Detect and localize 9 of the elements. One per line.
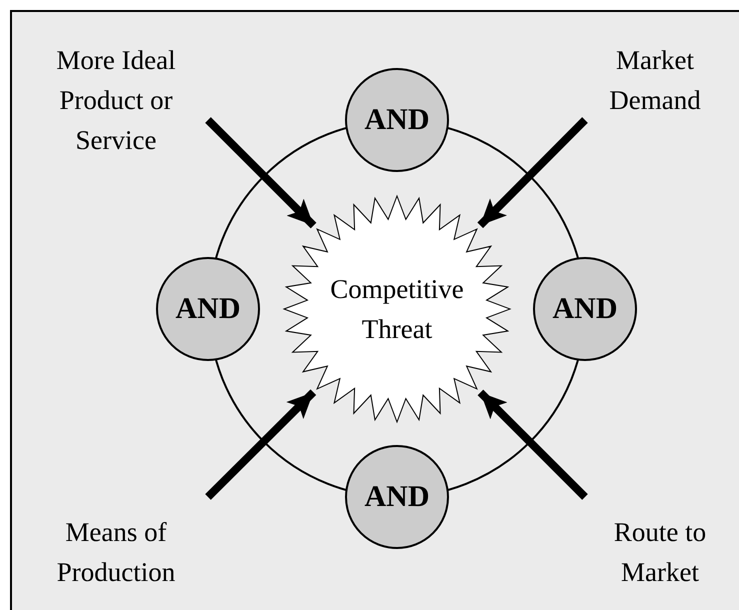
factor-label: Route to Market	[612, 516, 708, 589]
arrow	[477, 117, 588, 228]
arrow	[478, 390, 588, 500]
factor-label: More Ideal Product or Service	[55, 44, 177, 157]
arrow	[205, 117, 316, 228]
arrow	[205, 389, 316, 500]
factor-label: Means of Production	[56, 516, 176, 589]
factor-label: Market Demand	[608, 44, 702, 117]
threat-label: Competitive Threat	[329, 273, 465, 346]
